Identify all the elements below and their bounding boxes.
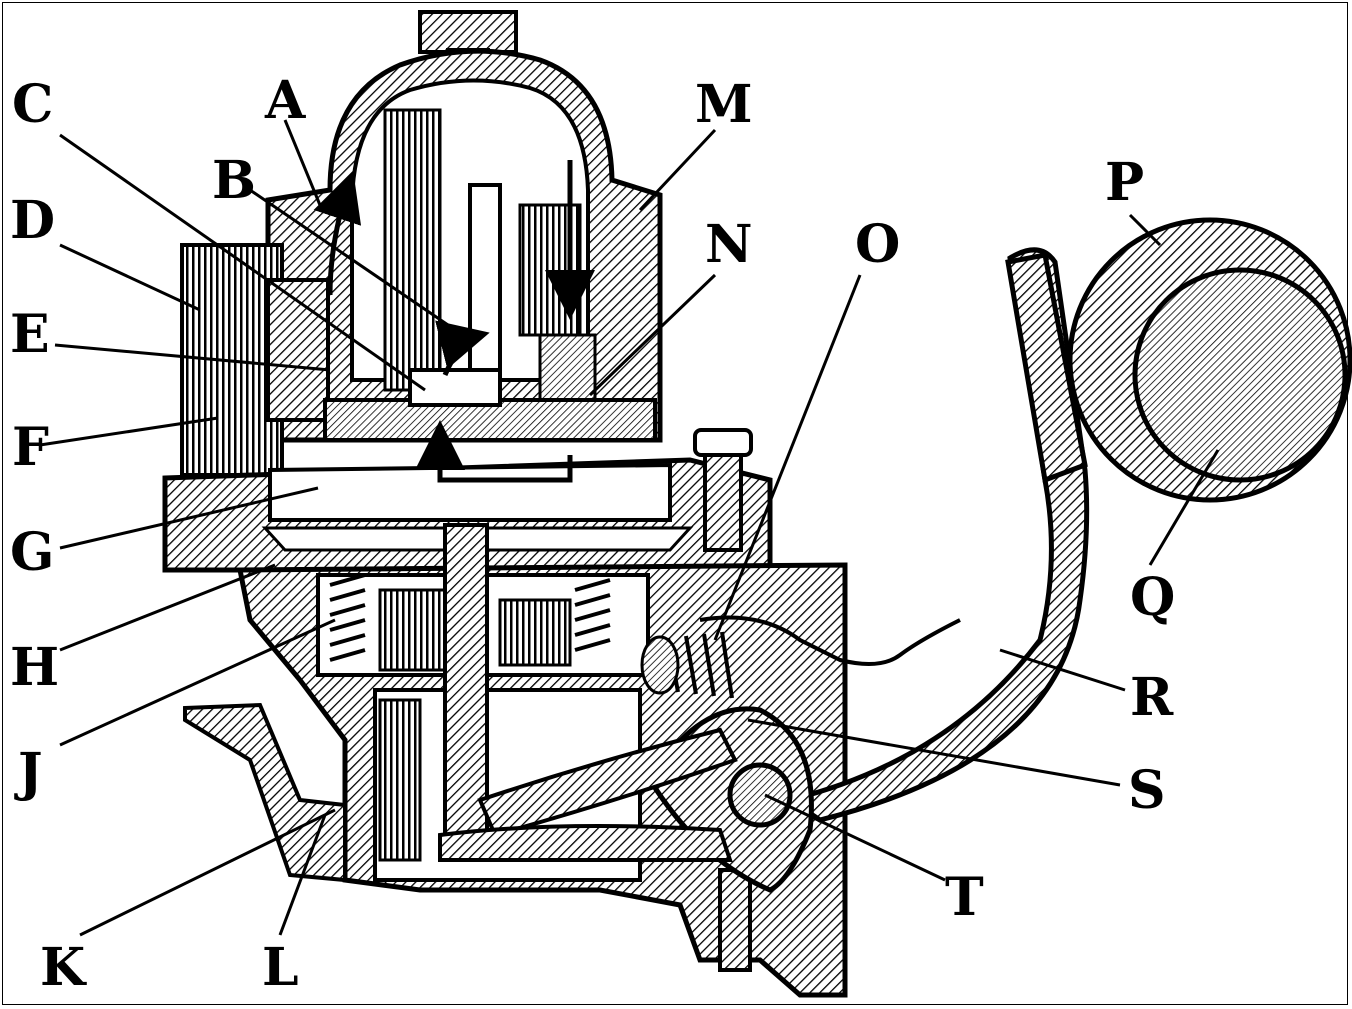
label-c: C <box>12 74 53 135</box>
label-m: M <box>695 74 753 135</box>
label-o: O <box>855 214 900 275</box>
label-g: G <box>10 522 54 583</box>
label-j: J <box>14 742 43 803</box>
leader-lines <box>39 119 1220 937</box>
label-b: B <box>212 150 256 211</box>
label-d: D <box>10 190 55 251</box>
label-p: P <box>1105 152 1144 213</box>
pull-rod <box>443 523 489 847</box>
cam-inner <box>1132 267 1348 483</box>
label-t: T <box>945 867 984 928</box>
label-h: H <box>10 637 59 698</box>
label-e: E <box>10 304 50 365</box>
rocker-arm <box>438 247 1090 893</box>
pivot-pin <box>727 762 793 828</box>
label-n: N <box>705 214 753 275</box>
mounting-foot <box>183 702 347 883</box>
eccentric-cam <box>1067 217 1352 503</box>
top-bolt-head <box>418 10 518 54</box>
label-l: L <box>262 937 299 998</box>
label-f: F <box>12 417 49 478</box>
label-k: K <box>40 937 87 998</box>
part-labels: A B C D E F G H J K L M N O P Q R S T <box>10 70 1175 998</box>
inlet-filter <box>180 243 284 477</box>
label-q: Q <box>1130 567 1175 628</box>
label-s: S <box>1128 760 1166 821</box>
label-r: R <box>1130 667 1174 728</box>
label-a: A <box>264 70 306 131</box>
